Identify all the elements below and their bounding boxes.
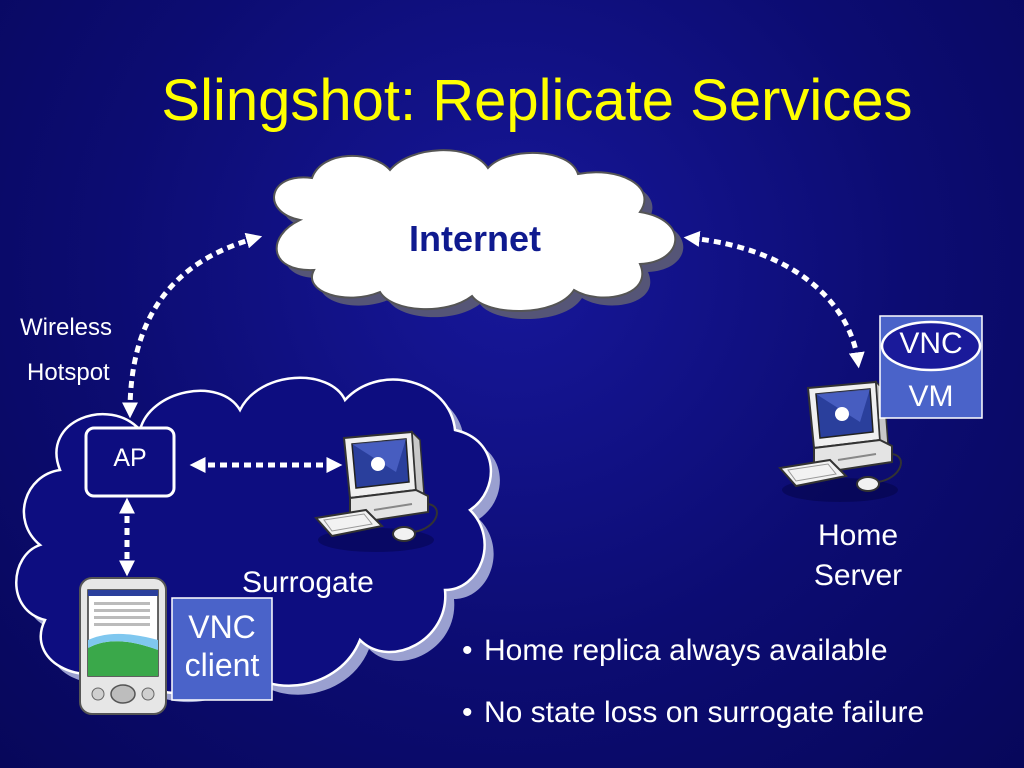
vnc-client-label: VNC client	[184, 609, 260, 683]
ap-box	[84, 426, 176, 498]
page-title: Slingshot: Replicate Services	[161, 68, 913, 133]
home-server-label: Home Server	[813, 519, 903, 592]
bullet-marker: •	[462, 696, 473, 729]
vm-label: VM	[908, 380, 954, 413]
bullet-text: Home replica always available	[484, 634, 888, 667]
arrow-internet-to-home	[683, 230, 865, 369]
bullet-text: No state loss on surrogate failure	[484, 696, 925, 729]
wireless-label: Wireless	[20, 314, 113, 341]
bullet-item: • No state loss on surrogate failure	[462, 692, 924, 754]
vnc-vm-box	[879, 315, 983, 419]
vnc-label: VNC	[899, 327, 963, 360]
pocket-pc-icon	[79, 577, 167, 715]
connection-arrows	[118, 230, 865, 577]
internet-label: Internet	[408, 218, 541, 259]
vnc-client-box	[171, 597, 273, 701]
hotspot-label: Hotspot	[27, 359, 110, 386]
bullet-list: • Home replica always available • No state…	[462, 630, 924, 754]
bullet-item: • Home replica always available	[462, 630, 924, 692]
internet-cloud	[273, 149, 684, 320]
arrow-hotspot-to-internet	[122, 232, 263, 419]
surrogate-label: Surrogate	[242, 566, 374, 599]
bullet-marker: •	[462, 634, 473, 667]
ap-label: AP	[113, 444, 147, 472]
